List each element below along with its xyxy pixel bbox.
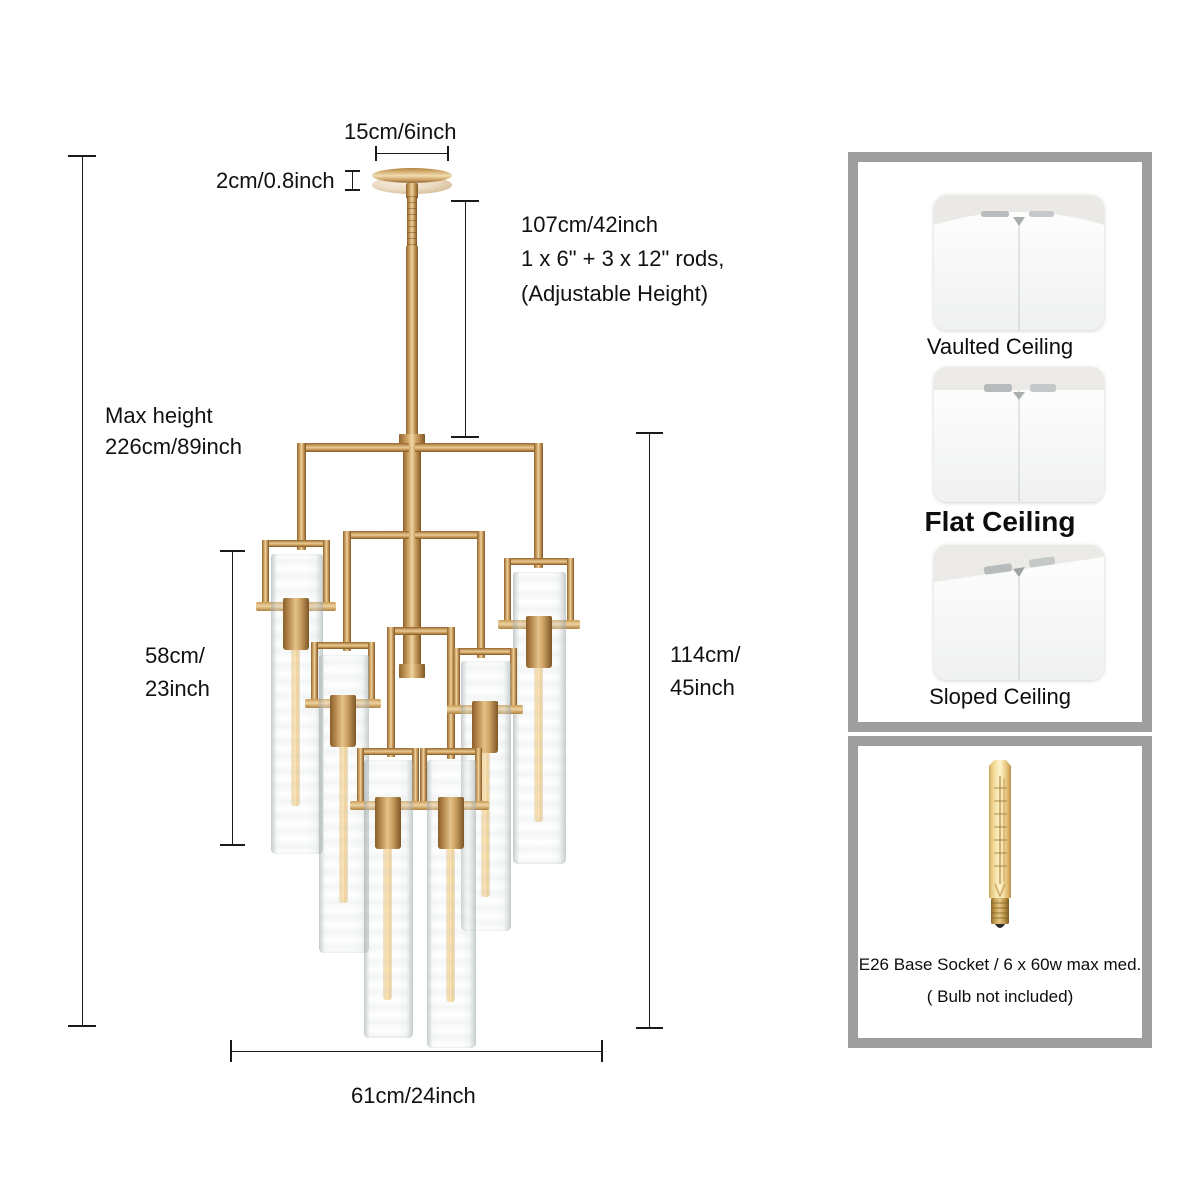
tier-drop-label-line1: 58cm/ xyxy=(145,643,205,668)
fixture-height-label-line1: 114cm/ xyxy=(670,642,741,667)
lamp-socket xyxy=(283,598,309,650)
canopy-height-cap-top xyxy=(345,170,360,172)
flat-ceiling-icon xyxy=(934,367,1104,502)
frame-right xyxy=(475,748,482,806)
arm-lower-left-horizontal xyxy=(387,627,417,635)
arm-lower-right-vertical xyxy=(447,627,455,759)
frame-left xyxy=(420,748,427,806)
rod-length-label-line2: 1 x 6" + 3 x 12" rods, xyxy=(521,246,725,271)
frame-top xyxy=(262,540,330,547)
bulb-filament xyxy=(481,749,490,897)
arm-upper-left-vertical xyxy=(297,443,306,550)
overall-width-cap-left xyxy=(230,1040,232,1062)
frame-right xyxy=(567,558,574,626)
bulb-spec-panel: E26 Base Socket / 6 x 60w max med. ( Bul… xyxy=(848,736,1152,1048)
central-column xyxy=(403,438,421,678)
bulb-caption-line2: ( Bulb not included) xyxy=(926,987,1074,1006)
rod-length-cap-bottom xyxy=(451,436,479,438)
arm-mid-right-horizontal xyxy=(415,531,485,539)
tier-drop-cap-bottom xyxy=(220,844,245,846)
bulb-caption-line1: E26 Base Socket / 6 x 60w max med. xyxy=(858,955,1142,974)
lamp-socket xyxy=(526,616,552,668)
canopy-height-cap-bottom xyxy=(345,189,360,191)
canopy-height-label: 2cm/0.8inch xyxy=(216,168,335,193)
rod-length-label-line3: (Adjustable Height) xyxy=(521,281,709,306)
lamp-socket xyxy=(472,701,498,753)
max-height-label-line1: Max height xyxy=(105,403,213,428)
bulb-filament xyxy=(339,743,348,903)
max-height-cap-bottom xyxy=(68,1025,96,1027)
overall-width-cap-right xyxy=(601,1040,603,1062)
chandelier-illustration xyxy=(256,168,580,1048)
column-cap-bottom xyxy=(399,664,425,678)
canopy-width-cap-right xyxy=(447,146,449,161)
glass-cylinder xyxy=(513,572,566,864)
frame-right xyxy=(412,748,419,806)
frame-top xyxy=(453,648,517,655)
downrod-rib-texture xyxy=(407,196,417,248)
lamp-socket xyxy=(375,797,401,849)
main-downrod xyxy=(406,246,418,442)
fixture-height-cap-bottom xyxy=(636,1027,663,1029)
overall-width-dimension-line xyxy=(231,1051,602,1052)
arm-mid-left-horizontal xyxy=(343,531,409,539)
max-height-dimension-line xyxy=(82,156,83,1026)
fixture-height-cap-top xyxy=(636,432,663,434)
tier-drop-label-line2: 23inch xyxy=(145,676,210,701)
arm-upper-right-horizontal xyxy=(415,443,543,452)
rod-length-label-line1: 107cm/42inch xyxy=(521,212,658,237)
canopy-rim-icon xyxy=(372,168,452,183)
frame-left xyxy=(453,648,460,710)
frame-top xyxy=(311,642,375,649)
frame-left xyxy=(311,642,318,704)
bulb-filament xyxy=(534,664,543,822)
lamp-socket xyxy=(330,695,356,747)
flat-ceiling-label: Flat Ceiling xyxy=(924,506,1076,537)
arm-mid-right-vertical xyxy=(477,531,485,658)
canopy-stem xyxy=(406,183,418,199)
bulb-filament xyxy=(291,646,300,806)
arm-lower-left-vertical xyxy=(387,627,395,757)
rod-length-dimension-line xyxy=(465,201,466,437)
ceiling-type-panel: Vaulted Ceiling Flat Ceiling xyxy=(848,152,1152,732)
canopy-width-cap-left xyxy=(375,146,377,161)
vaulted-ceiling-label: Vaulted Ceiling xyxy=(926,334,1074,359)
frame-top xyxy=(504,558,574,565)
lamp-socket xyxy=(438,797,464,849)
sloped-ceiling-icon xyxy=(934,545,1104,680)
rod-length-cap-top xyxy=(451,200,479,202)
arm-lower-right-horizontal xyxy=(415,627,455,635)
bulb-filament xyxy=(383,840,392,1000)
canopy-height-dimension-line xyxy=(352,171,353,190)
arm-mid-left-vertical xyxy=(343,531,351,651)
frame-top xyxy=(420,748,482,755)
arm-upper-right-vertical xyxy=(534,443,543,568)
frame-right xyxy=(368,642,375,704)
frame-top xyxy=(357,748,419,755)
canopy-width-label: 15cm/6inch xyxy=(344,119,457,144)
frame-right xyxy=(323,540,330,608)
bulb-filament xyxy=(446,840,455,1002)
overall-width-label: 61cm/24inch xyxy=(351,1083,476,1108)
frame-left xyxy=(504,558,511,626)
canopy-width-dimension-line xyxy=(375,153,448,154)
max-height-label-line2: 226cm/89inch xyxy=(105,434,242,459)
frame-right xyxy=(510,648,517,710)
arm-upper-left-horizontal xyxy=(297,443,409,452)
downrod-ribbed xyxy=(407,196,417,248)
frame-left xyxy=(262,540,269,608)
tier-drop-cap-top xyxy=(220,550,245,552)
max-height-cap-top xyxy=(68,155,96,157)
vaulted-ceiling-icon xyxy=(934,195,1104,330)
fixture-height-dimension-line xyxy=(649,433,650,1028)
edison-tube-bulb-icon xyxy=(965,756,1035,941)
fixture-height-label-line2: 45inch xyxy=(670,675,735,700)
sloped-ceiling-label: Sloped Ceiling xyxy=(929,684,1071,709)
tier-drop-dimension-line xyxy=(232,551,233,845)
frame-left xyxy=(357,748,364,806)
